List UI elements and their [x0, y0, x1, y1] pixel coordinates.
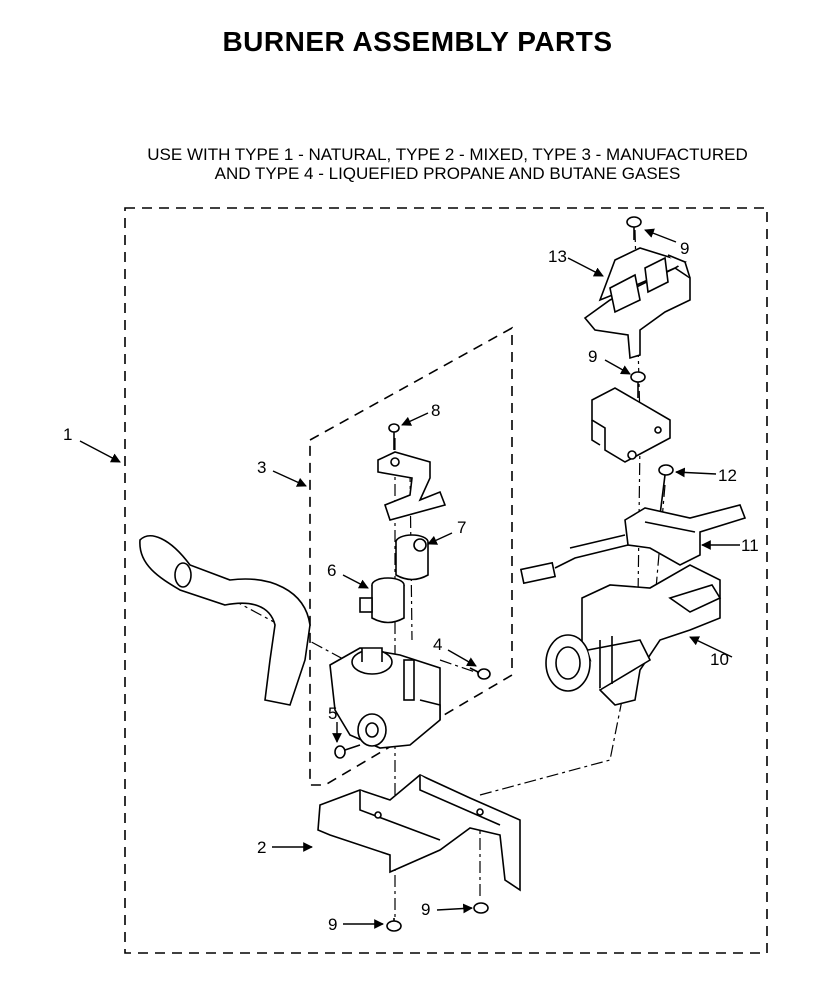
- part-6-solenoid: [359, 577, 405, 624]
- part-2-base-bracket: [317, 774, 521, 892]
- callout-12: 12: [718, 466, 737, 485]
- part-4-screw: [469, 667, 491, 680]
- part-10-burner: [545, 564, 722, 706]
- gas-hose: [139, 535, 311, 706]
- callout-10: 10: [710, 650, 729, 669]
- callout-7: 7: [457, 518, 466, 537]
- callout-6: 6: [327, 561, 336, 580]
- callout-9-bottom-left: 9: [328, 915, 337, 934]
- callout-13: 13: [548, 247, 567, 266]
- callout-8: 8: [431, 401, 440, 420]
- callout-1: 1: [63, 425, 72, 444]
- part-13-bracket: [583, 247, 691, 360]
- part-9-screw-top: [626, 216, 642, 240]
- leader-arrows: [79, 228, 740, 929]
- callout-4: 4: [433, 635, 442, 654]
- coil-bracket: [377, 451, 447, 521]
- callout-11: 11: [741, 536, 759, 555]
- part-9-screw-bottom-left: [386, 918, 402, 932]
- outer-assembly-boundary: [124, 207, 768, 954]
- part-9-screw-middle: [630, 371, 646, 398]
- part-8-screw: [388, 423, 400, 450]
- callout-9-middle: 9: [588, 347, 597, 366]
- subtitle-line-1: USE WITH TYPE 1 - NATURAL, TYPE 2 - MIXE…: [147, 145, 748, 164]
- part-5-screw: [334, 744, 361, 759]
- mounting-plate: [591, 387, 671, 463]
- callout-9-top: 9: [680, 239, 689, 258]
- part-7-solenoid: [395, 534, 429, 581]
- subtitle-line-2: AND TYPE 4 - LIQUEFIED PROPANE AND BUTAN…: [214, 164, 681, 183]
- callout-2: 2: [257, 838, 266, 857]
- part-12-screw: [658, 464, 674, 516]
- gas-valve-body: [329, 647, 441, 749]
- page-title: BURNER ASSEMBLY PARTS: [222, 26, 613, 57]
- part-9-screw-bottom-right: [473, 902, 489, 914]
- callout-3: 3: [257, 458, 266, 477]
- part-11-igniter: [519, 504, 747, 585]
- callout-9-bottom-right: 9: [421, 900, 430, 919]
- callout-5: 5: [328, 704, 337, 723]
